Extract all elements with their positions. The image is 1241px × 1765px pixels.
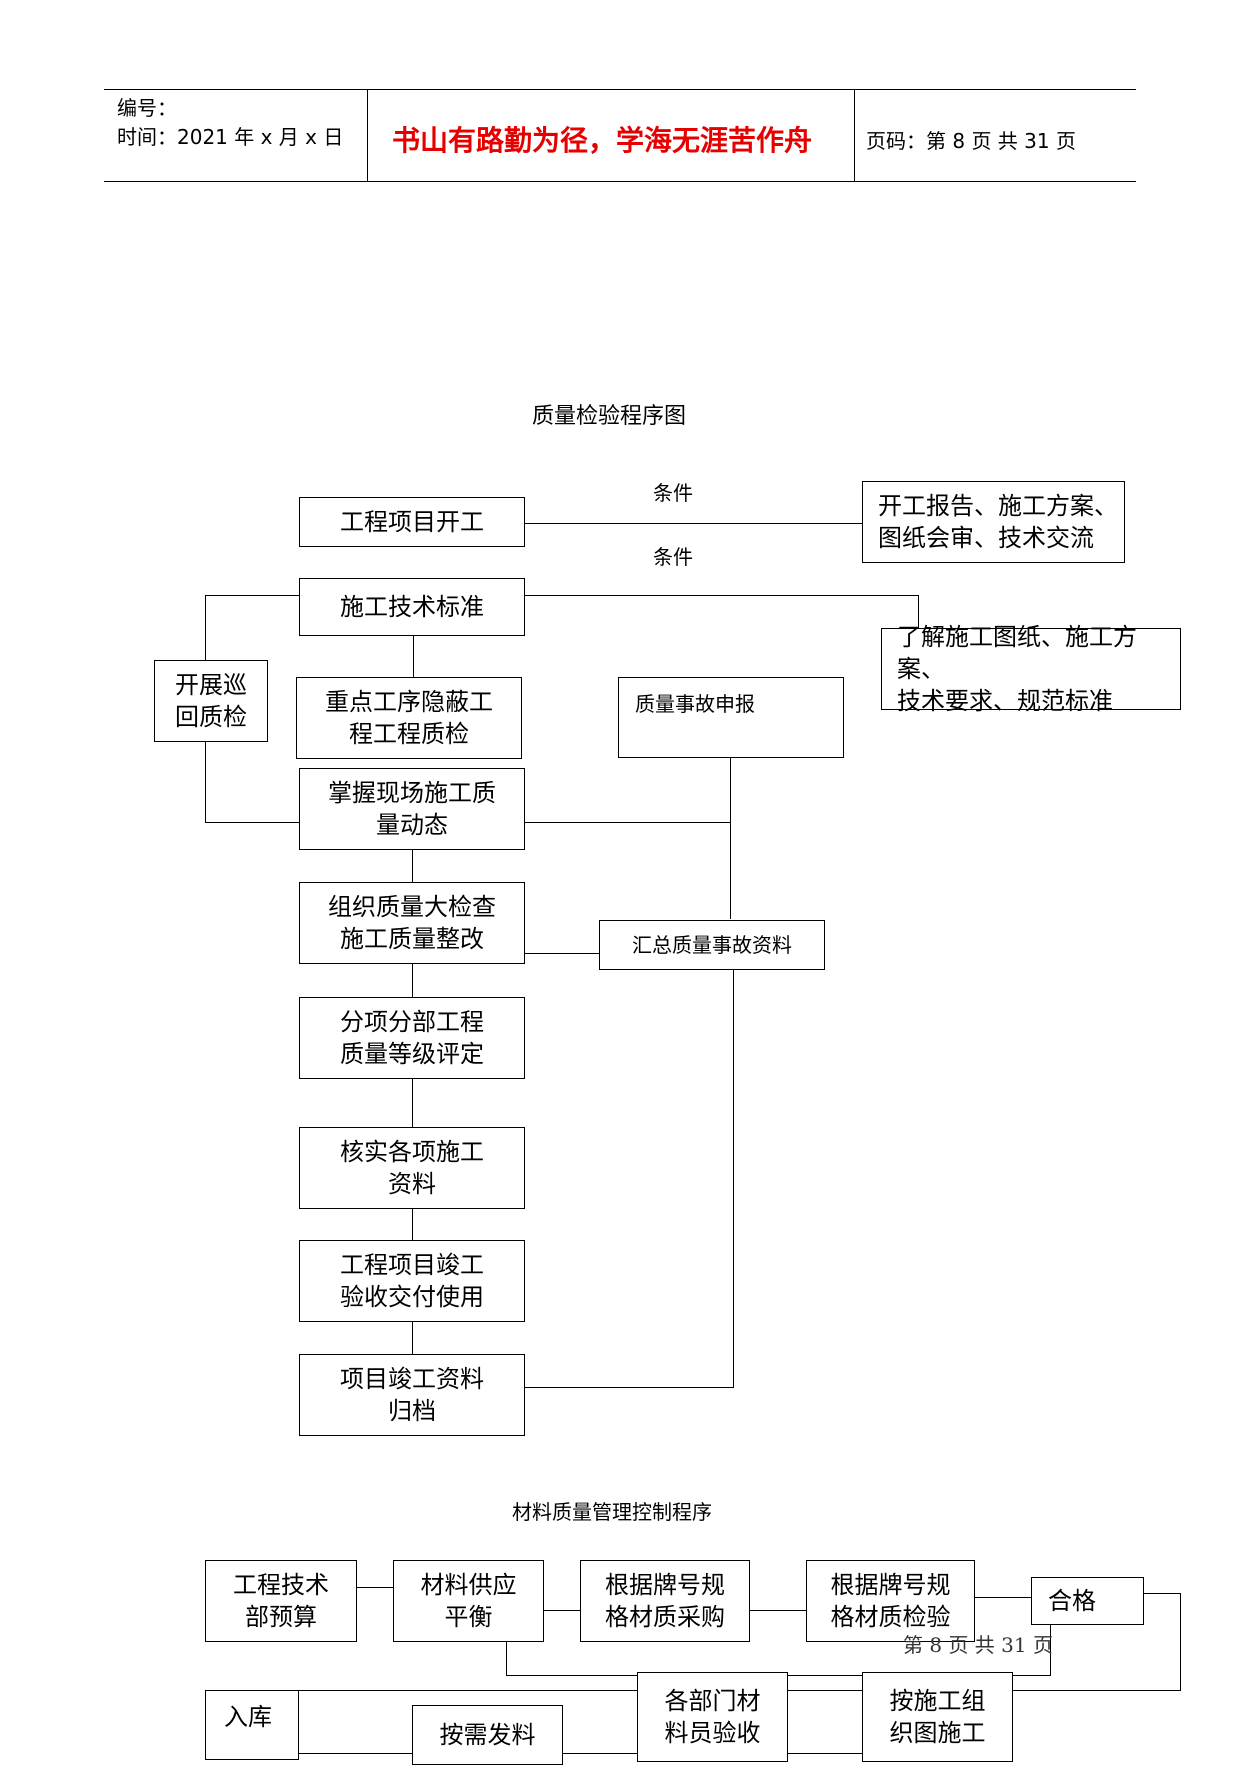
connector <box>412 1208 413 1240</box>
header-divider-right <box>854 89 855 182</box>
step-tech-standard: 施工技术标准 <box>299 578 525 636</box>
patrol-inspection-box: 开展巡 回质检 <box>154 660 268 742</box>
page-number: 页码：第 8 页 共 31 页 <box>866 129 1076 153</box>
start-conditions-box: 开工报告、施工方案、 图纸会审、技术交流 <box>862 481 1125 563</box>
purchase-box: 根据牌号规 格材质采购 <box>580 1560 750 1642</box>
inspect-box: 根据牌号规 格材质检验 <box>806 1560 975 1642</box>
dispense-box: 按需发料 <box>412 1705 563 1765</box>
connector <box>1144 1593 1180 1594</box>
serial-label: 编号： <box>117 96 177 120</box>
standard-conditions-box: 了解施工图纸、施工方案、 技术要求、规范标准 <box>881 623 1181 715</box>
step-project-start: 工程项目开工 <box>299 497 525 547</box>
connector <box>412 1321 413 1355</box>
connector <box>749 1610 806 1611</box>
connector <box>205 822 299 823</box>
header-top-rule <box>104 89 1136 90</box>
accident-report-box: 质量事故申报 <box>618 677 844 758</box>
chart1-title: 质量检验程序图 <box>532 404 687 429</box>
connector <box>974 1597 1031 1598</box>
qualified-box: 合格 <box>1031 1577 1144 1625</box>
chart2-title: 材料质量管理控制程序 <box>512 1500 712 1524</box>
connector <box>730 757 731 919</box>
connector <box>543 1610 580 1611</box>
connector <box>918 595 919 628</box>
connector <box>413 635 414 677</box>
condition-label-2: 条件 <box>653 545 693 569</box>
header-bottom-rule <box>104 181 1136 182</box>
condition-label-1: 条件 <box>653 481 693 505</box>
budget-box: 工程技术 部预算 <box>205 1560 357 1642</box>
step-grade-assessment: 分项分部工程 质量等级评定 <box>299 997 525 1079</box>
date-text: 时间：2021 年 x 月 x 日 <box>117 125 344 149</box>
step-completion-acceptance: 工程项目竣工 验收交付使用 <box>299 1240 525 1322</box>
header-motto: 书山有路勤为径，学海无涯苦作舟 <box>392 124 813 157</box>
connector <box>1050 1620 1051 1676</box>
connector <box>412 964 413 998</box>
dept-accept-box: 各部门材 料员验收 <box>637 1672 788 1762</box>
connector <box>506 1642 507 1675</box>
connector <box>733 969 734 1388</box>
connector <box>524 1387 734 1388</box>
step-site-quality-dynamics: 掌握现场施工质 量动态 <box>299 768 525 850</box>
connector <box>1180 1593 1181 1690</box>
connector <box>412 841 413 882</box>
supply-balance-box: 材料供应 平衡 <box>393 1560 544 1642</box>
step-quality-check-rectify: 组织质量大检查 施工质量整改 <box>299 882 525 964</box>
page-footer-overlap: 第 8 页 共 31 页 <box>903 1633 1053 1657</box>
step-archive-documents: 项目竣工资料 归档 <box>299 1354 525 1436</box>
construct-box: 按施工组 织图施工 <box>862 1672 1013 1762</box>
step-verify-documents: 核实各项施工 资料 <box>299 1127 525 1209</box>
step-key-process-inspection: 重点工序隐蔽工 程工程质检 <box>296 677 522 759</box>
connector <box>412 1078 413 1127</box>
header-divider-left <box>367 89 368 182</box>
connector <box>524 822 730 823</box>
connector <box>524 595 918 596</box>
connector <box>205 595 299 596</box>
accident-summary-box: 汇总质量事故资料 <box>599 920 825 970</box>
connector <box>356 1587 393 1588</box>
storage-box: 入库 <box>205 1690 299 1760</box>
connector <box>524 953 599 954</box>
connector <box>524 523 862 524</box>
